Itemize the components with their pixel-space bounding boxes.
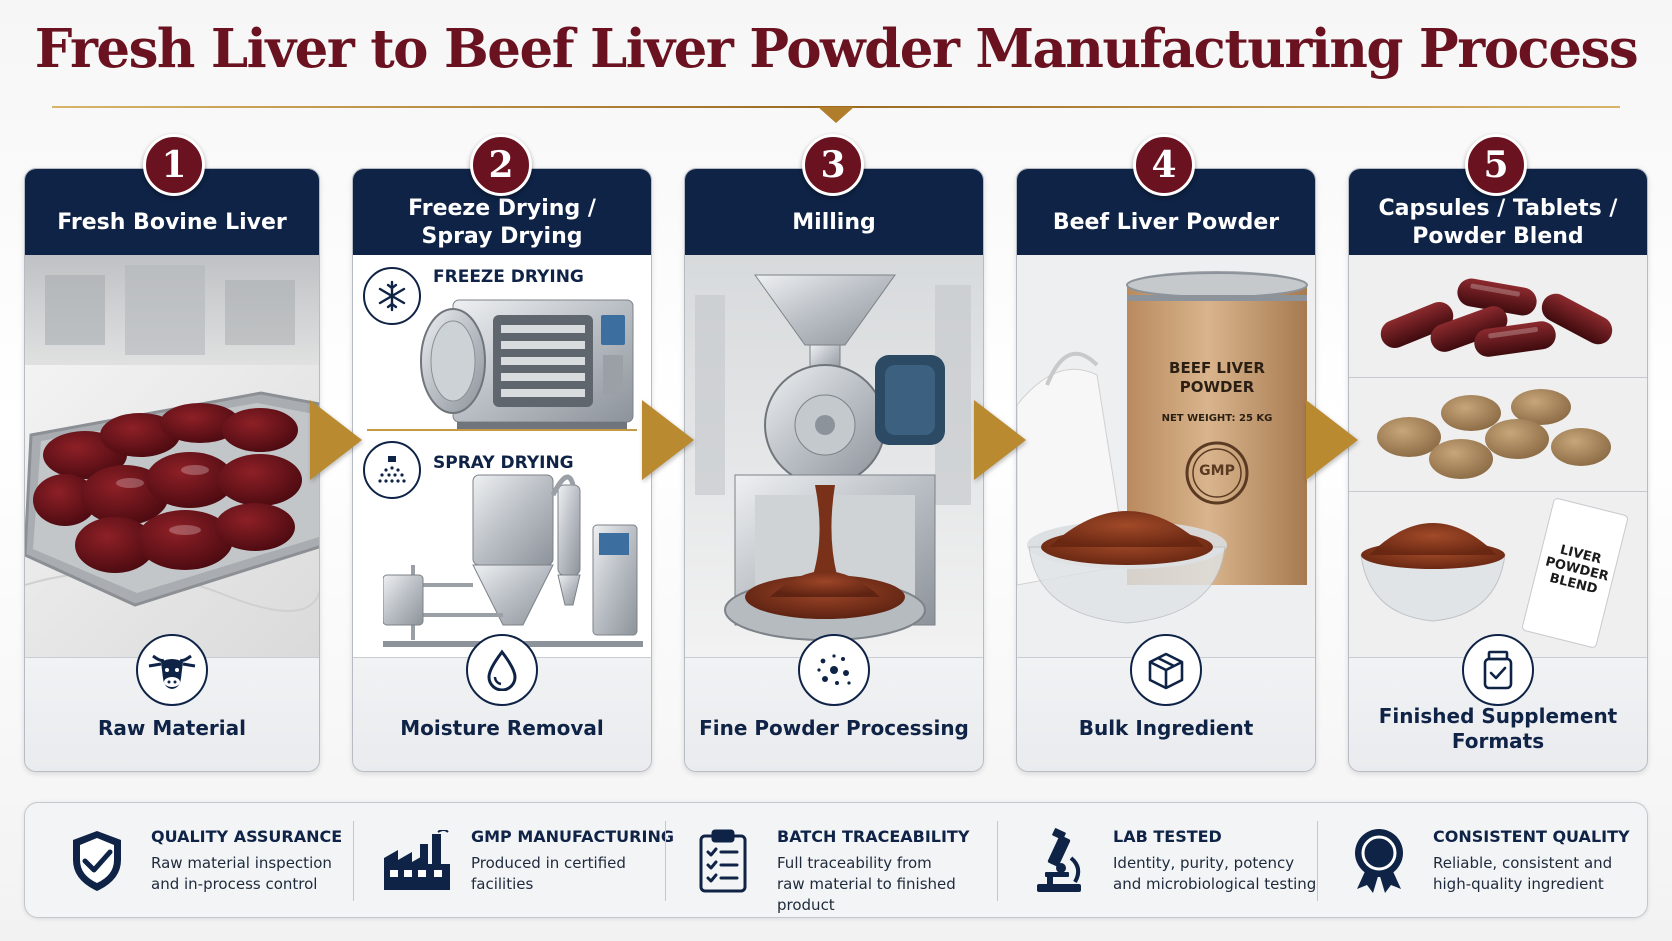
step-1-badge: 1 [143,134,205,196]
step-5-footer-label: Finished Supplement Formats [1378,704,1618,753]
arrow-4-to-5 [1306,400,1358,480]
step-2-footer: Moisture Removal [353,634,651,771]
feature-2-title: GMP MANUFACTURING [471,827,674,846]
arrow-3-to-4 [974,400,1026,480]
spray-dryer-illustration [383,474,643,647]
arrow-2-to-3 [642,400,694,480]
drum-and-bowl-illustration [1017,255,1315,657]
feature-3-desc: Full traceability from raw material to f… [777,854,956,914]
supplement-jar-icon [1462,634,1534,706]
particles-icon [798,634,870,706]
step-5-footer: Finished Supplement Formats [1349,634,1647,771]
milling-image [685,255,983,657]
step-4-badge: 4 [1133,134,1195,196]
feature-gmp-manufacturing: GMP MANUFACTURING Produced in certified … [379,803,674,919]
page-title: Fresh Liver to Beef Liver Powder Manufac… [34,18,1639,80]
box-icon [1130,634,1202,706]
feature-separator [997,821,998,901]
feature-4-desc: Identity, purity, potency and microbiolo… [1113,854,1317,893]
step-1-footer-label: Raw Material [98,716,246,740]
spray-drying-label: SPRAY DRYING [433,453,574,473]
step-2-badge: 2 [470,134,532,196]
feature-separator [1317,821,1318,901]
snowflake-icon [363,267,421,325]
quality-features-strip: QUALITY ASSURANCE Raw material inspectio… [24,802,1648,918]
step-4-footer: Bulk Ingredient [1017,634,1315,771]
step-3-badge: 3 [802,134,864,196]
step-1-heading: Fresh Bovine Liver [25,169,319,255]
feature-5-desc: Reliable, consistent and high-quality in… [1433,854,1613,893]
step-4-heading: Beef Liver Powder [1017,169,1315,255]
step-5-card: Capsules / Tablets / Powder Blend [1348,168,1648,772]
factory-icon [379,823,455,899]
spray-nozzle-icon [363,441,421,499]
drum-net-weight: NET WEIGHT: 25 KG [1161,413,1273,424]
feature-5-title: CONSISTENT QUALITY [1433,827,1630,846]
shield-check-icon [59,823,135,899]
step-5-heading: Capsules / Tablets / Powder Blend [1349,169,1647,255]
step-3-footer: Fine Powder Processing [685,634,983,771]
feature-1-title: QUALITY ASSURANCE [151,827,343,846]
feature-1-desc: Raw material inspection and in-process c… [151,854,332,893]
step-1-footer: Raw Material [25,634,319,771]
feature-lab-tested: LAB TESTED Identity, purity, potency and… [1021,803,1321,919]
freeze-drying-label: FREEZE DRYING [433,267,584,287]
step-4-footer-label: Bulk Ingredient [1078,716,1254,740]
feature-quality-assurance: QUALITY ASSURANCE Raw material inspectio… [59,803,349,919]
step-2-card: Freeze Drying / Spray Drying FREEZE DRYI… [352,168,652,772]
cow-head-icon [136,634,208,706]
drum-label-line2: POWDER [1179,378,1255,396]
mill-machine-illustration [685,255,983,657]
drum-label: BEEF LIVER POWDER NET WEIGHT: 25 KG [1145,359,1289,428]
step-5-badge: 5 [1465,134,1527,196]
feature-4-title: LAB TESTED [1113,827,1222,846]
feature-batch-traceability: BATCH TRACEABILITY Full traceability fro… [685,803,985,919]
title-rule-notch [818,107,854,123]
bulk-powder-image: BEEF LIVER POWDER NET WEIGHT: 25 KG GMP [1017,255,1315,657]
microscope-icon [1021,823,1097,899]
step-3-card: Milling [684,168,984,772]
gmp-seal-text: GMP [1199,463,1235,479]
award-ribbon-icon [1341,823,1417,899]
feature-consistent-quality: CONSISTENT QUALITY Reliable, consistent … [1341,803,1641,919]
liver-tray-illustration [25,255,319,657]
step-1-card: Fresh Bovine Liver [24,168,320,772]
step-3-footer-label: Fine Powder Processing [699,716,969,740]
water-drop-icon [466,634,538,706]
feature-3-title: BATCH TRACEABILITY [777,827,970,846]
supplements-illustration [1349,255,1647,657]
drum-label-line1: BEEF LIVER [1169,359,1265,377]
feature-2-desc: Produced in certified facilities [471,854,626,893]
step-2-footer-label: Moisture Removal [400,716,604,740]
feature-separator [353,821,354,901]
drying-image: FREEZE DRYING SPRAY DR [353,255,651,657]
drying-divider [367,429,637,431]
arrow-1-to-2 [310,400,362,480]
step-4-card: Beef Liver Powder BEEF LIVER [1016,168,1316,772]
feature-separator [665,821,666,901]
freeze-dryer-illustration [420,299,634,430]
fresh-liver-image [25,255,319,657]
clipboard-checklist-icon [685,823,761,899]
finished-formats-image: LIVER POWDER BLEND [1349,255,1647,657]
